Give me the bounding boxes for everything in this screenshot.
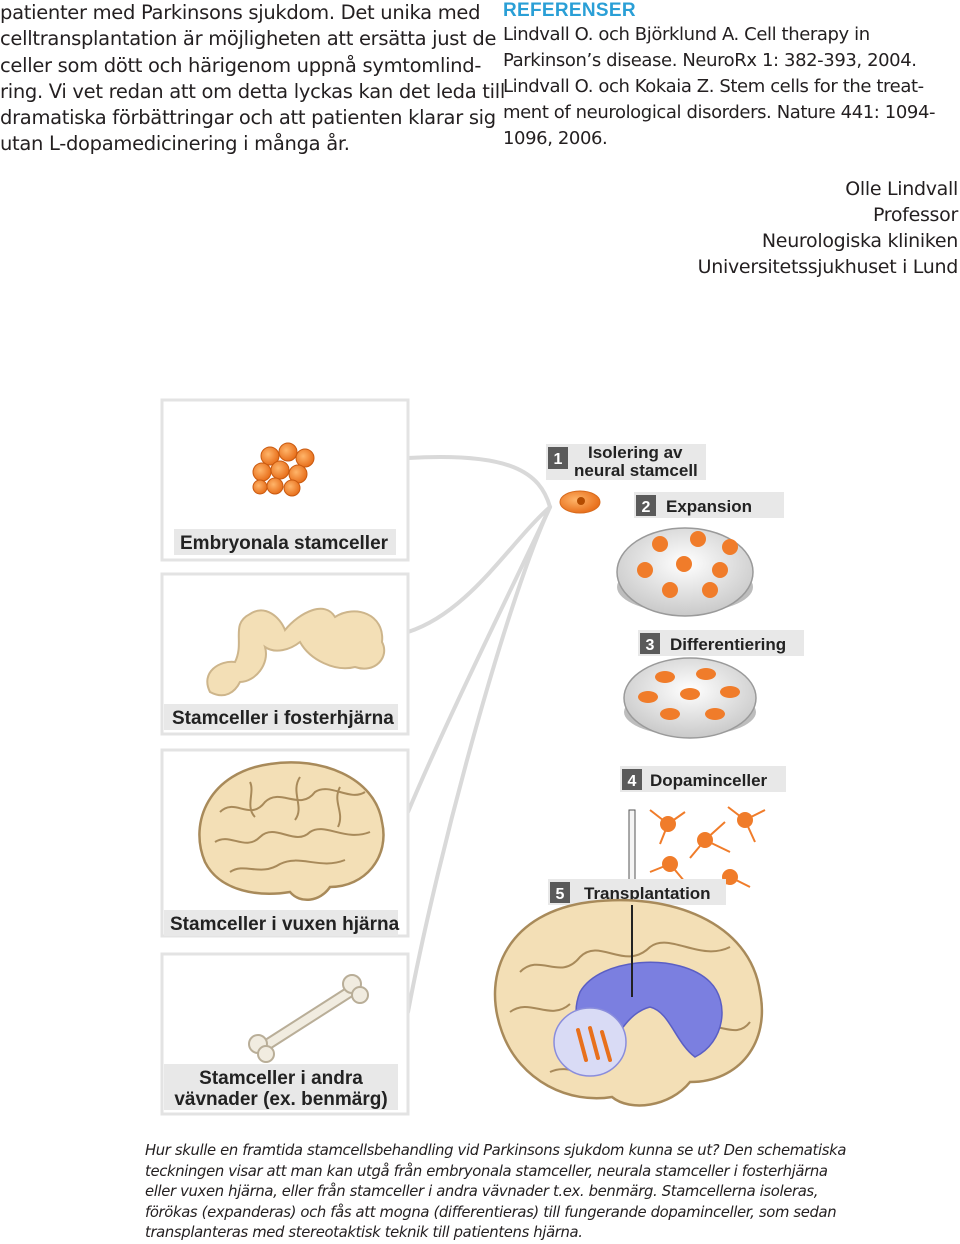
neural-stem-cell-icon (559, 490, 601, 514)
adult-brain-icon (198, 761, 385, 901)
differentiation-dish-icon (623, 657, 757, 739)
step-label: Dopaminceller (650, 771, 768, 790)
source-panel-other-tissue: Stamceller i andra vävnader (ex. benmärg… (160, 952, 410, 1116)
body-line: celltransplantation är möjligheten att e… (0, 27, 497, 51)
reference-line: Parkinson’s disease. NeuroRx 1: 382-393,… (503, 50, 917, 71)
reference-line: 1096, 2006. (503, 128, 608, 149)
author-block: Olle Lindvall Professor Neurologiska kli… (697, 176, 959, 280)
embryo-cells-icon (252, 442, 315, 497)
step-1: 1 Isolering av neural stamcell (546, 443, 706, 514)
caption-line: transplanteras med stereotaktisk teknik … (145, 1224, 583, 1241)
step-label: neural stamcell (574, 461, 698, 480)
references-section: REFERENSER Lindvall O. och Björklund A. … (503, 0, 953, 152)
author-institution: Universitetssjukhuset i Lund (697, 256, 959, 278)
patient-brain-icon (493, 898, 764, 1107)
source-label: Stamceller i andra (199, 1068, 363, 1089)
figure-illustration: Embryonala stamceller Stamceller i foste… (160, 398, 804, 1116)
figure-caption: Hur skulle en framtida stamcellsbehandli… (145, 1141, 945, 1244)
stem-cell-figure: Embryonala stamceller Stamceller i foste… (150, 392, 960, 1127)
step-number: 3 (646, 637, 655, 654)
caption-line: eller vuxen hjärna, eller från stamcelle… (145, 1183, 819, 1200)
connector-lines (406, 454, 552, 1014)
source-label: Stamceller i vuxen hjärna (170, 914, 400, 935)
step-label: Transplantation (584, 884, 711, 903)
step-5: 5 Transplantation (493, 879, 764, 1107)
references-heading: REFERENSER (503, 0, 636, 21)
body-line: patienter med Parkinsons sjukdom. Det un… (0, 1, 481, 24)
step-label: Differentiering (670, 635, 786, 654)
step-4: 4 Dopaminceller (620, 766, 786, 906)
body-line: celler som dött och härigenom uppnå symt… (0, 53, 482, 77)
expansion-dish-icon (616, 527, 754, 617)
step-number: 4 (628, 773, 637, 790)
body-line: ring. Vi vet redan att om detta lyckas k… (0, 79, 505, 103)
reference-line: Lindvall O. och Björklund A. Cell therap… (503, 24, 870, 45)
step-number: 1 (554, 451, 563, 468)
source-panel-adult-brain: Stamceller i vuxen hjärna (160, 748, 410, 938)
step-3: 3 Differentiering (623, 630, 804, 739)
bone-icon (248, 974, 369, 1063)
source-panel-embryonic: Embryonala stamceller (160, 398, 410, 562)
author-name: Olle Lindvall (845, 178, 958, 200)
step-label: Isolering av (588, 443, 683, 462)
caption-line: förökas (expanderas) och fås att mogna (… (145, 1203, 837, 1221)
caption-line: Hur skulle en framtida stamcellsbehandli… (145, 1142, 847, 1159)
body-text-column: patienter med Parkinsons sjukdom. Det un… (0, 0, 505, 158)
fetal-brain-icon (206, 607, 385, 697)
author-department: Neurologiska kliniken (761, 230, 958, 252)
source-panel-fetal-brain: Stamceller i fosterhjärna (160, 572, 410, 736)
source-label: Stamceller i fosterhjärna (172, 708, 394, 729)
step-2: 2 Expansion (616, 492, 784, 617)
step-number: 2 (642, 499, 651, 516)
caption-line: teckningen visar att man kan utgå från e… (145, 1162, 828, 1180)
reference-line: Lindvall O. och Kokaia Z. Stem cells for… (503, 76, 924, 97)
reference-line: ment of neurological disorders. Nature 4… (503, 102, 936, 123)
body-line: utan L-dopamedicinering i många år. (0, 132, 350, 156)
step-label: Expansion (666, 497, 752, 516)
step-number: 5 (556, 886, 565, 903)
source-label: Embryonala stamceller (180, 533, 389, 554)
author-title: Professor (872, 204, 958, 226)
body-paragraph: patienter med Parkinsons sjukdom. Det un… (0, 0, 505, 158)
striatum-region (553, 1007, 627, 1077)
source-label: vävnader (ex. benmärg) (174, 1089, 387, 1110)
body-line: dramatiska förbättringar och att patient… (0, 106, 496, 130)
